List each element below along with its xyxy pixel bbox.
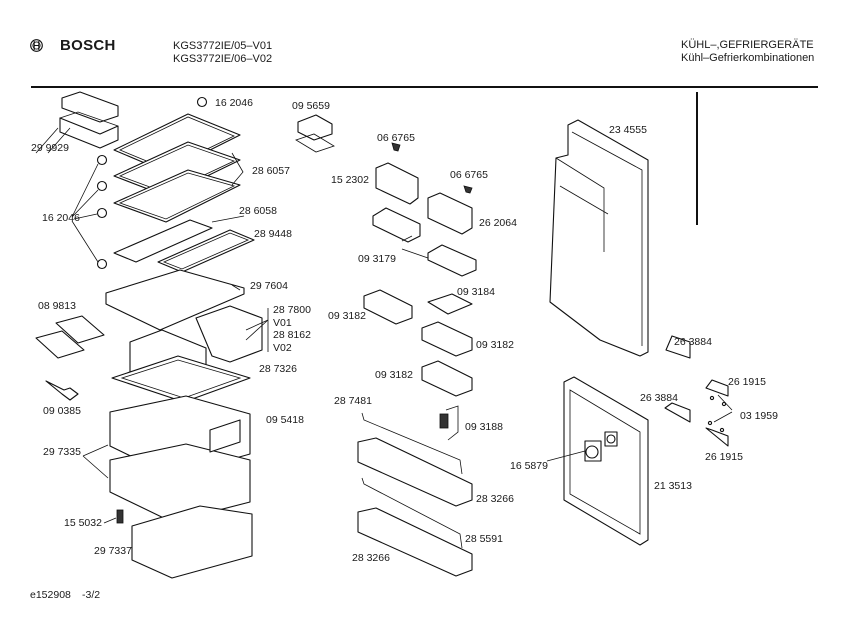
part-label[interactable]: 26 2064: [479, 217, 517, 229]
stopper-drawings[interactable]: [96, 96, 208, 270]
pin-right-drawing[interactable]: [463, 185, 473, 194]
small-container-drawing[interactable]: [295, 114, 335, 153]
bottle-shelf-drawings[interactable]: [357, 437, 473, 577]
part-label[interactable]: 06 6765: [377, 132, 415, 144]
part-label[interactable]: 09 0385: [43, 405, 81, 417]
category-title: KÜHL–,GEFRIERGERÄTE: [681, 39, 814, 51]
part-label[interactable]: 06 6765: [450, 169, 488, 181]
part-label[interactable]: 28 9448: [254, 228, 292, 240]
bosch-logo-icon: [30, 39, 43, 57]
door-shelf-drawings[interactable]: [363, 289, 473, 397]
bottle-rail-lower-drawing[interactable]: [361, 477, 463, 549]
part-label[interactable]: 08 9813: [38, 300, 76, 312]
part-label[interactable]: 28 6057: [252, 165, 290, 177]
part-label[interactable]: 26 1915: [728, 376, 766, 388]
hinge-cover-drawings[interactable]: [664, 335, 691, 423]
part-label[interactable]: 28 3266: [352, 552, 390, 564]
part-label[interactable]: 29 7335: [43, 446, 81, 458]
part-label[interactable]: 28 7800: [273, 304, 311, 316]
part-label[interactable]: 09 3182: [476, 339, 514, 351]
part-label[interactable]: 09 3182: [375, 369, 413, 381]
part-label[interactable]: 23 4555: [609, 124, 647, 136]
crisper-cover-drawing[interactable]: [105, 269, 245, 331]
leader-lines: [35, 127, 733, 524]
freezer-door-drawing[interactable]: [563, 376, 649, 546]
part-label[interactable]: 15 5032: [64, 517, 102, 529]
part-label[interactable]: 26 3884: [674, 336, 712, 348]
part-label[interactable]: V01: [273, 317, 292, 329]
part-label[interactable]: 09 3182: [328, 310, 366, 322]
part-label[interactable]: 09 5418: [266, 414, 304, 426]
category-subtitle: Kühl–Gefrierkombinationen: [681, 52, 815, 64]
part-label[interactable]: 29 7604: [250, 280, 288, 292]
brand-name: BOSCH: [60, 37, 116, 54]
butter-dish-drawing[interactable]: [59, 91, 119, 149]
part-label[interactable]: 26 3884: [640, 392, 678, 404]
section-divider: [696, 92, 698, 225]
part-label[interactable]: 03 1959: [740, 410, 778, 422]
part-label[interactable]: 09 3184: [457, 286, 495, 298]
door-tray-drawings[interactable]: [372, 207, 477, 277]
bottle-rail-upper-drawing[interactable]: [361, 412, 463, 475]
part-label[interactable]: 16 2046: [215, 97, 253, 109]
part-label[interactable]: 09 5659: [292, 100, 330, 112]
part-label[interactable]: V02: [273, 342, 292, 354]
part-label[interactable]: 28 3266: [476, 493, 514, 505]
model-number-1: KGS3772IE/05–V01: [173, 40, 273, 52]
part-label[interactable]: 09 3188: [465, 421, 503, 433]
part-label[interactable]: 09 3179: [358, 253, 396, 265]
part-label[interactable]: 28 5591: [465, 533, 503, 545]
ice-scraper-drawing[interactable]: [45, 380, 79, 401]
part-label[interactable]: 16 2046: [42, 212, 80, 224]
part-label[interactable]: 28 7481: [334, 395, 372, 407]
part-label[interactable]: 15 2302: [331, 174, 369, 186]
ice-tray-drawings[interactable]: [35, 315, 105, 359]
drawing-id: e152908: [30, 589, 71, 601]
part-label[interactable]: 16 5879: [510, 460, 548, 472]
page-indicator: -3/2: [82, 589, 101, 601]
part-label[interactable]: 21 3513: [654, 480, 692, 492]
part-label[interactable]: 28 6058: [239, 205, 277, 217]
part-label[interactable]: 29 7337: [94, 545, 132, 557]
freezer-drawer-drawings[interactable]: [109, 395, 253, 579]
flap-drawings[interactable]: [375, 162, 473, 235]
pin-left-drawing[interactable]: [391, 142, 401, 152]
part-label[interactable]: 28 8162: [273, 329, 311, 341]
handle-drawings[interactable]: [705, 379, 729, 447]
part-label[interactable]: 29 9929: [31, 142, 69, 154]
model-number-2: KGS3772IE/06–V02: [173, 53, 273, 65]
part-label[interactable]: 26 1915: [705, 451, 743, 463]
glass-shelf-drawings[interactable]: [113, 113, 255, 273]
part-label[interactable]: 28 7326: [259, 363, 297, 375]
header-divider: [31, 86, 818, 88]
freezer-shelf-drawing[interactable]: [111, 355, 251, 403]
fridge-door-drawing[interactable]: [549, 119, 649, 357]
egg-tray-drawing[interactable]: [427, 293, 473, 315]
bottle-holder-drawing[interactable]: [439, 405, 459, 441]
